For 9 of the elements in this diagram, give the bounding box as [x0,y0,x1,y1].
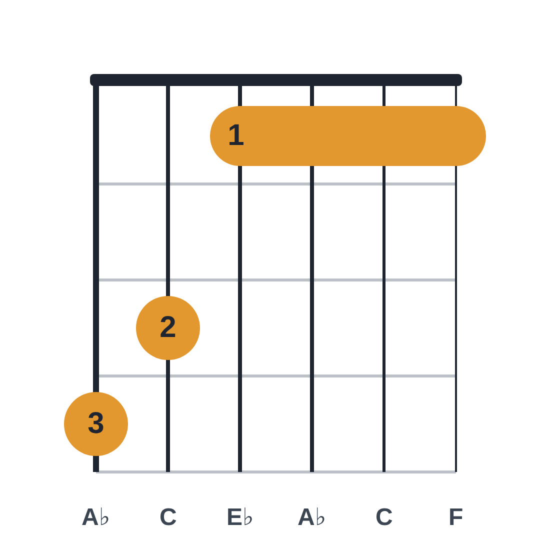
string-note: C [376,506,393,530]
string-note: A♭ [82,506,110,530]
string-note: E♭ [226,506,254,530]
finger-number: 3 [88,409,104,439]
finger-number: 2 [160,313,176,343]
string-note: C [160,506,177,530]
string-note: F [448,506,464,530]
finger-number: 1 [226,121,246,151]
string-note: A♭ [298,506,326,530]
